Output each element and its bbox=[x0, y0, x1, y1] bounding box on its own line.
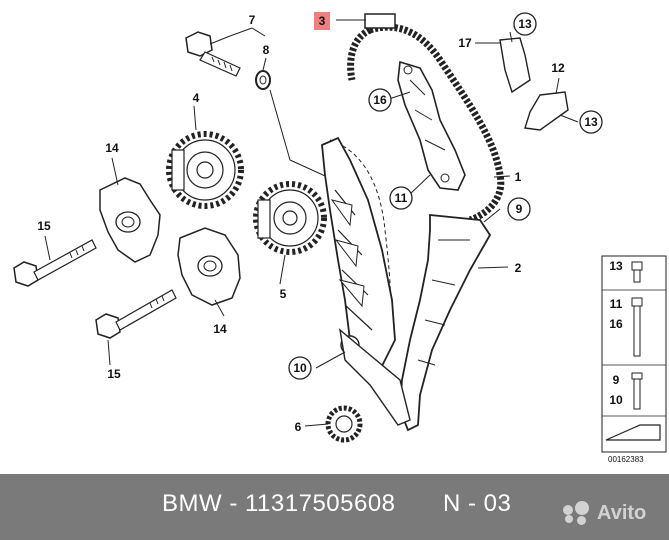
callout-17: 17 bbox=[458, 36, 472, 50]
parts-diagram: 3 7 8 4 14 15 5 14 15 6 1 2 17 12 13 13 … bbox=[13, 12, 667, 453]
legend-label-13: 13 bbox=[609, 259, 623, 273]
svg-text:11: 11 bbox=[395, 191, 408, 205]
callout-circle-16: 16 bbox=[368, 88, 392, 112]
diagram-position: N - 03 bbox=[443, 490, 512, 517]
callout-14-lower: 14 bbox=[213, 322, 227, 336]
callout-2: 2 bbox=[515, 261, 522, 275]
callout-3: 3 bbox=[319, 14, 326, 28]
adjuster-plate-14-lower bbox=[177, 227, 241, 306]
direction-arrow-icon bbox=[605, 424, 661, 441]
callout-5: 5 bbox=[280, 287, 287, 301]
tensioner-rail bbox=[321, 136, 396, 372]
avito-brand-text: Avito bbox=[597, 501, 647, 524]
callout-7: 7 bbox=[249, 13, 256, 27]
callout-circle-13-lower: 13 bbox=[579, 110, 603, 134]
bracket-17 bbox=[499, 37, 531, 94]
guide-rail bbox=[338, 214, 492, 432]
svg-text:13: 13 bbox=[518, 17, 532, 31]
chain-guide-rail bbox=[397, 60, 466, 191]
legend-label-11: 11 bbox=[610, 297, 623, 311]
document-id: 00162383 bbox=[608, 455, 644, 464]
svg-text:9: 9 bbox=[516, 202, 523, 216]
callout-circle-13-upper: 13 bbox=[513, 12, 537, 36]
avito-watermark: Avito bbox=[563, 498, 646, 528]
part-number: BMW - 11317505608 bbox=[162, 490, 396, 517]
callout-15-lower: 15 bbox=[107, 367, 121, 381]
bolt-15-lower bbox=[95, 289, 177, 339]
legend-label-9: 9 bbox=[613, 373, 620, 387]
adjuster-plate-14-upper bbox=[99, 177, 161, 263]
callout-1: 1 bbox=[515, 170, 522, 184]
legend-label-16: 16 bbox=[609, 317, 623, 331]
bracket-12 bbox=[524, 91, 569, 131]
callout-14-upper: 14 bbox=[105, 141, 119, 155]
camshaft-sprocket-5 bbox=[253, 181, 327, 255]
callout-6: 6 bbox=[295, 420, 302, 434]
legend-box bbox=[601, 255, 667, 453]
callout-8: 8 bbox=[263, 43, 270, 57]
svg-text:13: 13 bbox=[584, 115, 598, 129]
crankshaft-sprocket-6 bbox=[325, 405, 363, 443]
chain-top-link bbox=[364, 13, 396, 29]
callout-15-upper: 15 bbox=[37, 219, 51, 233]
svg-text:16: 16 bbox=[373, 93, 387, 107]
bolt-7 bbox=[185, 31, 241, 77]
legend-label-10: 10 bbox=[609, 393, 623, 407]
bolt-15-upper bbox=[13, 239, 97, 287]
camshaft-sprocket-4 bbox=[166, 131, 244, 209]
highlight-3 bbox=[314, 12, 330, 30]
avito-logo-icon bbox=[563, 501, 591, 525]
svg-text:10: 10 bbox=[293, 361, 307, 375]
leader-lines bbox=[44, 19, 579, 427]
callout-circle-10: 10 bbox=[288, 356, 312, 380]
callout-4: 4 bbox=[193, 91, 200, 105]
callout-12: 12 bbox=[551, 61, 565, 75]
callout-circle-9: 9 bbox=[507, 197, 531, 221]
footer-bar: BMW - 11317505608 N - 03 bbox=[0, 474, 669, 540]
timing-chain bbox=[347, 13, 505, 224]
callout-circle-11: 11 bbox=[389, 186, 413, 210]
